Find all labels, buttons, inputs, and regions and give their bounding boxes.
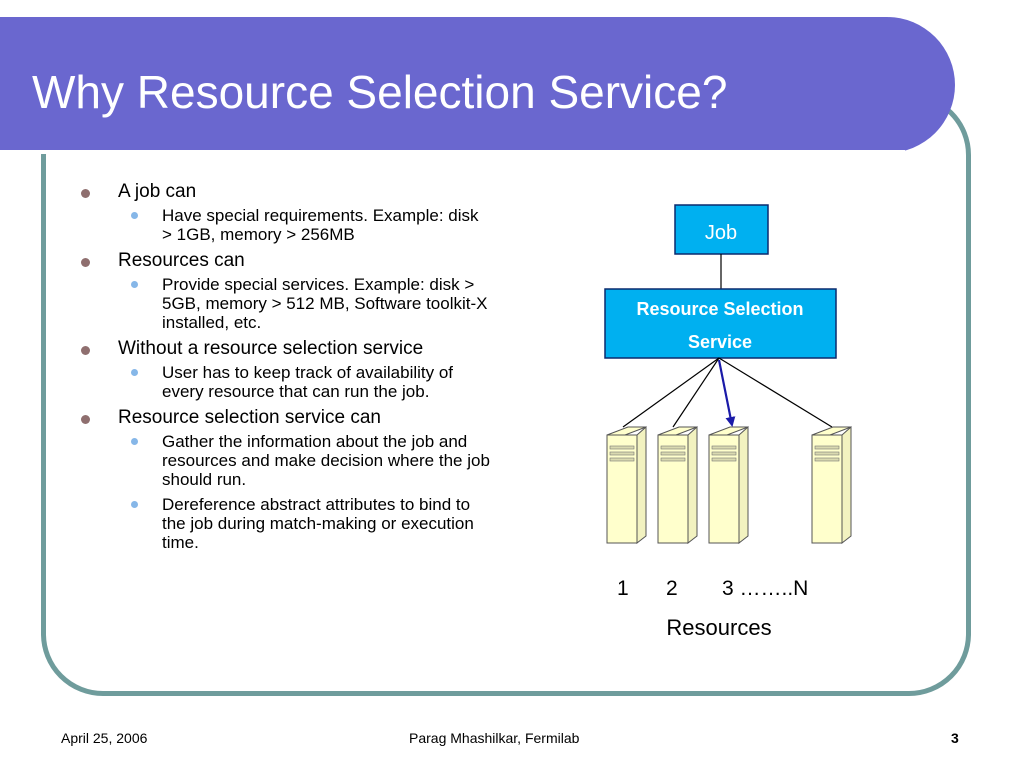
bullet-text: A job can xyxy=(118,181,197,202)
sub-bullet-text: Provide special services. Example: disk … xyxy=(162,275,488,332)
sub-bullet-dot-icon xyxy=(131,369,138,376)
bullet-dot-icon xyxy=(81,258,90,267)
sub-bullet-list: User has to keep track of availability o… xyxy=(118,363,508,401)
selected-server-arrow xyxy=(717,359,736,427)
server-number-2: 2 xyxy=(666,577,678,600)
server-icon xyxy=(657,425,698,545)
bullet-dot-icon xyxy=(81,189,90,198)
bullet-text: Resources can xyxy=(118,250,245,271)
sub-bullet-dot-icon xyxy=(131,501,138,508)
bullet-list: A job can Have special requirements. Exa… xyxy=(78,181,508,558)
bullet-item: Resource selection service can Gather th… xyxy=(78,407,508,552)
sub-bullet-item: Dereference abstract attributes to bind … xyxy=(118,495,492,552)
service-label-line1: Resource Selection xyxy=(636,299,803,319)
sub-bullet-item: User has to keep track of availability o… xyxy=(118,363,492,401)
slide-title: Why Resource Selection Service? xyxy=(32,66,728,118)
bullet-dot-icon xyxy=(81,415,90,424)
bullet-item: Resources can Provide special services. … xyxy=(78,250,508,332)
sub-bullet-text: Gather the information about the job and… xyxy=(162,432,490,489)
bullet-text: Resource selection service can xyxy=(118,407,381,428)
page-number: 3 xyxy=(951,730,959,746)
bullet-item: A job can Have special requirements. Exa… xyxy=(78,181,508,244)
sub-bullet-item: Provide special services. Example: disk … xyxy=(118,275,492,332)
service-node: Resource Selection Service xyxy=(604,288,837,359)
sub-bullet-list: Provide special services. Example: disk … xyxy=(118,275,508,332)
server-number-3-n: 3 ……..N xyxy=(722,577,808,600)
job-label: Job xyxy=(705,222,737,244)
sub-bullet-text: Have special requirements. Example: disk… xyxy=(162,206,479,244)
connector-server-1 xyxy=(622,357,720,428)
title-underline xyxy=(0,150,905,154)
server-icon xyxy=(708,425,749,545)
sub-bullet-dot-icon xyxy=(131,281,138,288)
server-icon xyxy=(606,425,647,545)
connector-server-2 xyxy=(672,357,720,428)
service-label-line2: Service xyxy=(688,332,752,352)
title-bar: Why Resource Selection Service? xyxy=(0,17,955,154)
job-node: Job xyxy=(674,204,769,255)
sub-bullet-dot-icon xyxy=(131,212,138,219)
footer-date: April 25, 2006 xyxy=(61,730,148,746)
sub-bullet-list: Gather the information about the job and… xyxy=(118,432,508,552)
sub-bullet-dot-icon xyxy=(131,438,138,445)
sub-bullet-item: Have special requirements. Example: disk… xyxy=(118,206,492,244)
bullet-dot-icon xyxy=(81,346,90,355)
connector-server-n xyxy=(718,357,833,428)
server-number-1: 1 xyxy=(617,577,629,600)
footer-author: Parag Mhashilkar, Fermilab xyxy=(409,730,580,746)
sub-bullet-text: Dereference abstract attributes to bind … xyxy=(162,495,474,552)
bullet-text: Without a resource selection service xyxy=(118,338,424,359)
sub-bullet-list: Have special requirements. Example: disk… xyxy=(118,206,508,244)
service-box xyxy=(604,288,837,359)
sub-bullet-text: User has to keep track of availability o… xyxy=(162,363,454,401)
server-icon xyxy=(811,425,852,545)
resources-label: Resources xyxy=(666,615,771,640)
bullet-item: Without a resource selection service Use… xyxy=(78,338,508,401)
sub-bullet-item: Gather the information about the job and… xyxy=(118,432,492,489)
job-box xyxy=(674,204,769,255)
